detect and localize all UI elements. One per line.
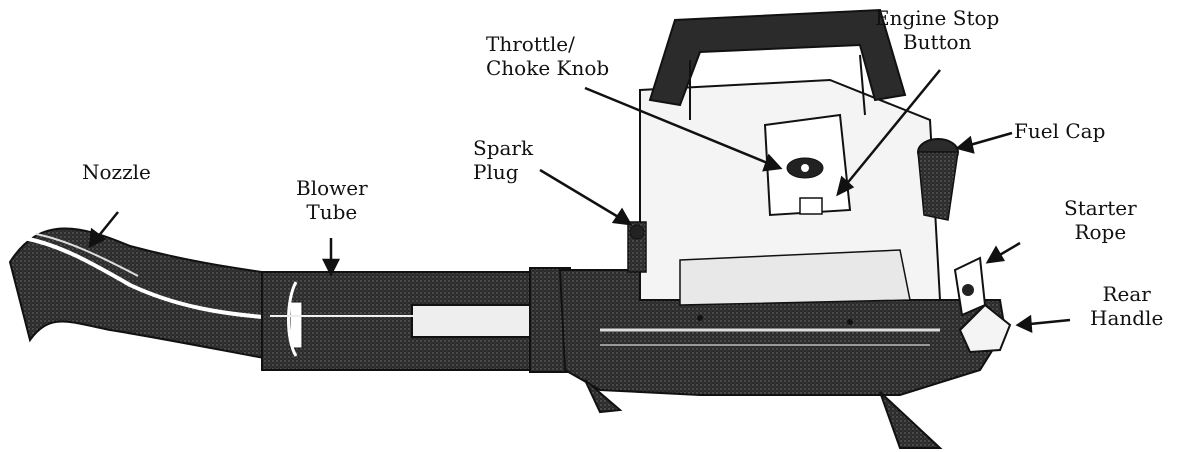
label-rear-handle-line-2: Handle [1090, 306, 1164, 330]
fuel-cap-part [917, 138, 959, 221]
label-blower-tube-line-1: Blower [296, 176, 368, 200]
label-nozzle-line: Nozzle [82, 160, 151, 184]
blower-tube-part [261, 267, 571, 373]
label-engine-stop-line-2: Button [902, 30, 972, 54]
label-throttle-choke-line-2: Choke Knob [486, 56, 610, 80]
label-fuel-cap-line: Fuel Cap [1014, 119, 1106, 143]
starter-rope-part [953, 256, 1012, 354]
label-blower-tube: Blower Tube [296, 176, 368, 224]
label-spark-plug-line-1: Spark [473, 136, 534, 160]
engine-cover-part [639, 78, 942, 325]
label-throttle-choke-line-1: Throttle/ [486, 32, 575, 56]
label-spark-plug: Spark Plug [473, 136, 533, 184]
top-handle-part [648, 8, 907, 120]
label-spark-plug-line-2: Plug [473, 160, 519, 184]
nozzle-part [8, 227, 276, 362]
label-throttle-choke-knob: Throttle/ Choke Knob [486, 32, 609, 80]
label-fuel-cap: Fuel Cap [1014, 119, 1105, 143]
label-nozzle: Nozzle [82, 160, 151, 184]
label-blower-tube-line-2: Tube [306, 200, 358, 224]
label-engine-stop-button: Engine Stop Button [875, 6, 999, 54]
label-starter-rope-line-1: Starter [1064, 196, 1137, 220]
callout-arrows [88, 69, 1071, 334]
label-starter-rope: Starter Rope [1064, 196, 1137, 244]
label-rear-handle: Rear Handle [1090, 282, 1163, 330]
label-engine-stop-line-1: Engine Stop [875, 6, 1000, 30]
label-starter-rope-line-2: Rope [1074, 220, 1127, 244]
blower-housing-part [558, 269, 1007, 449]
label-rear-handle-line-1: Rear [1102, 282, 1151, 306]
spark-plug-part [627, 221, 647, 273]
